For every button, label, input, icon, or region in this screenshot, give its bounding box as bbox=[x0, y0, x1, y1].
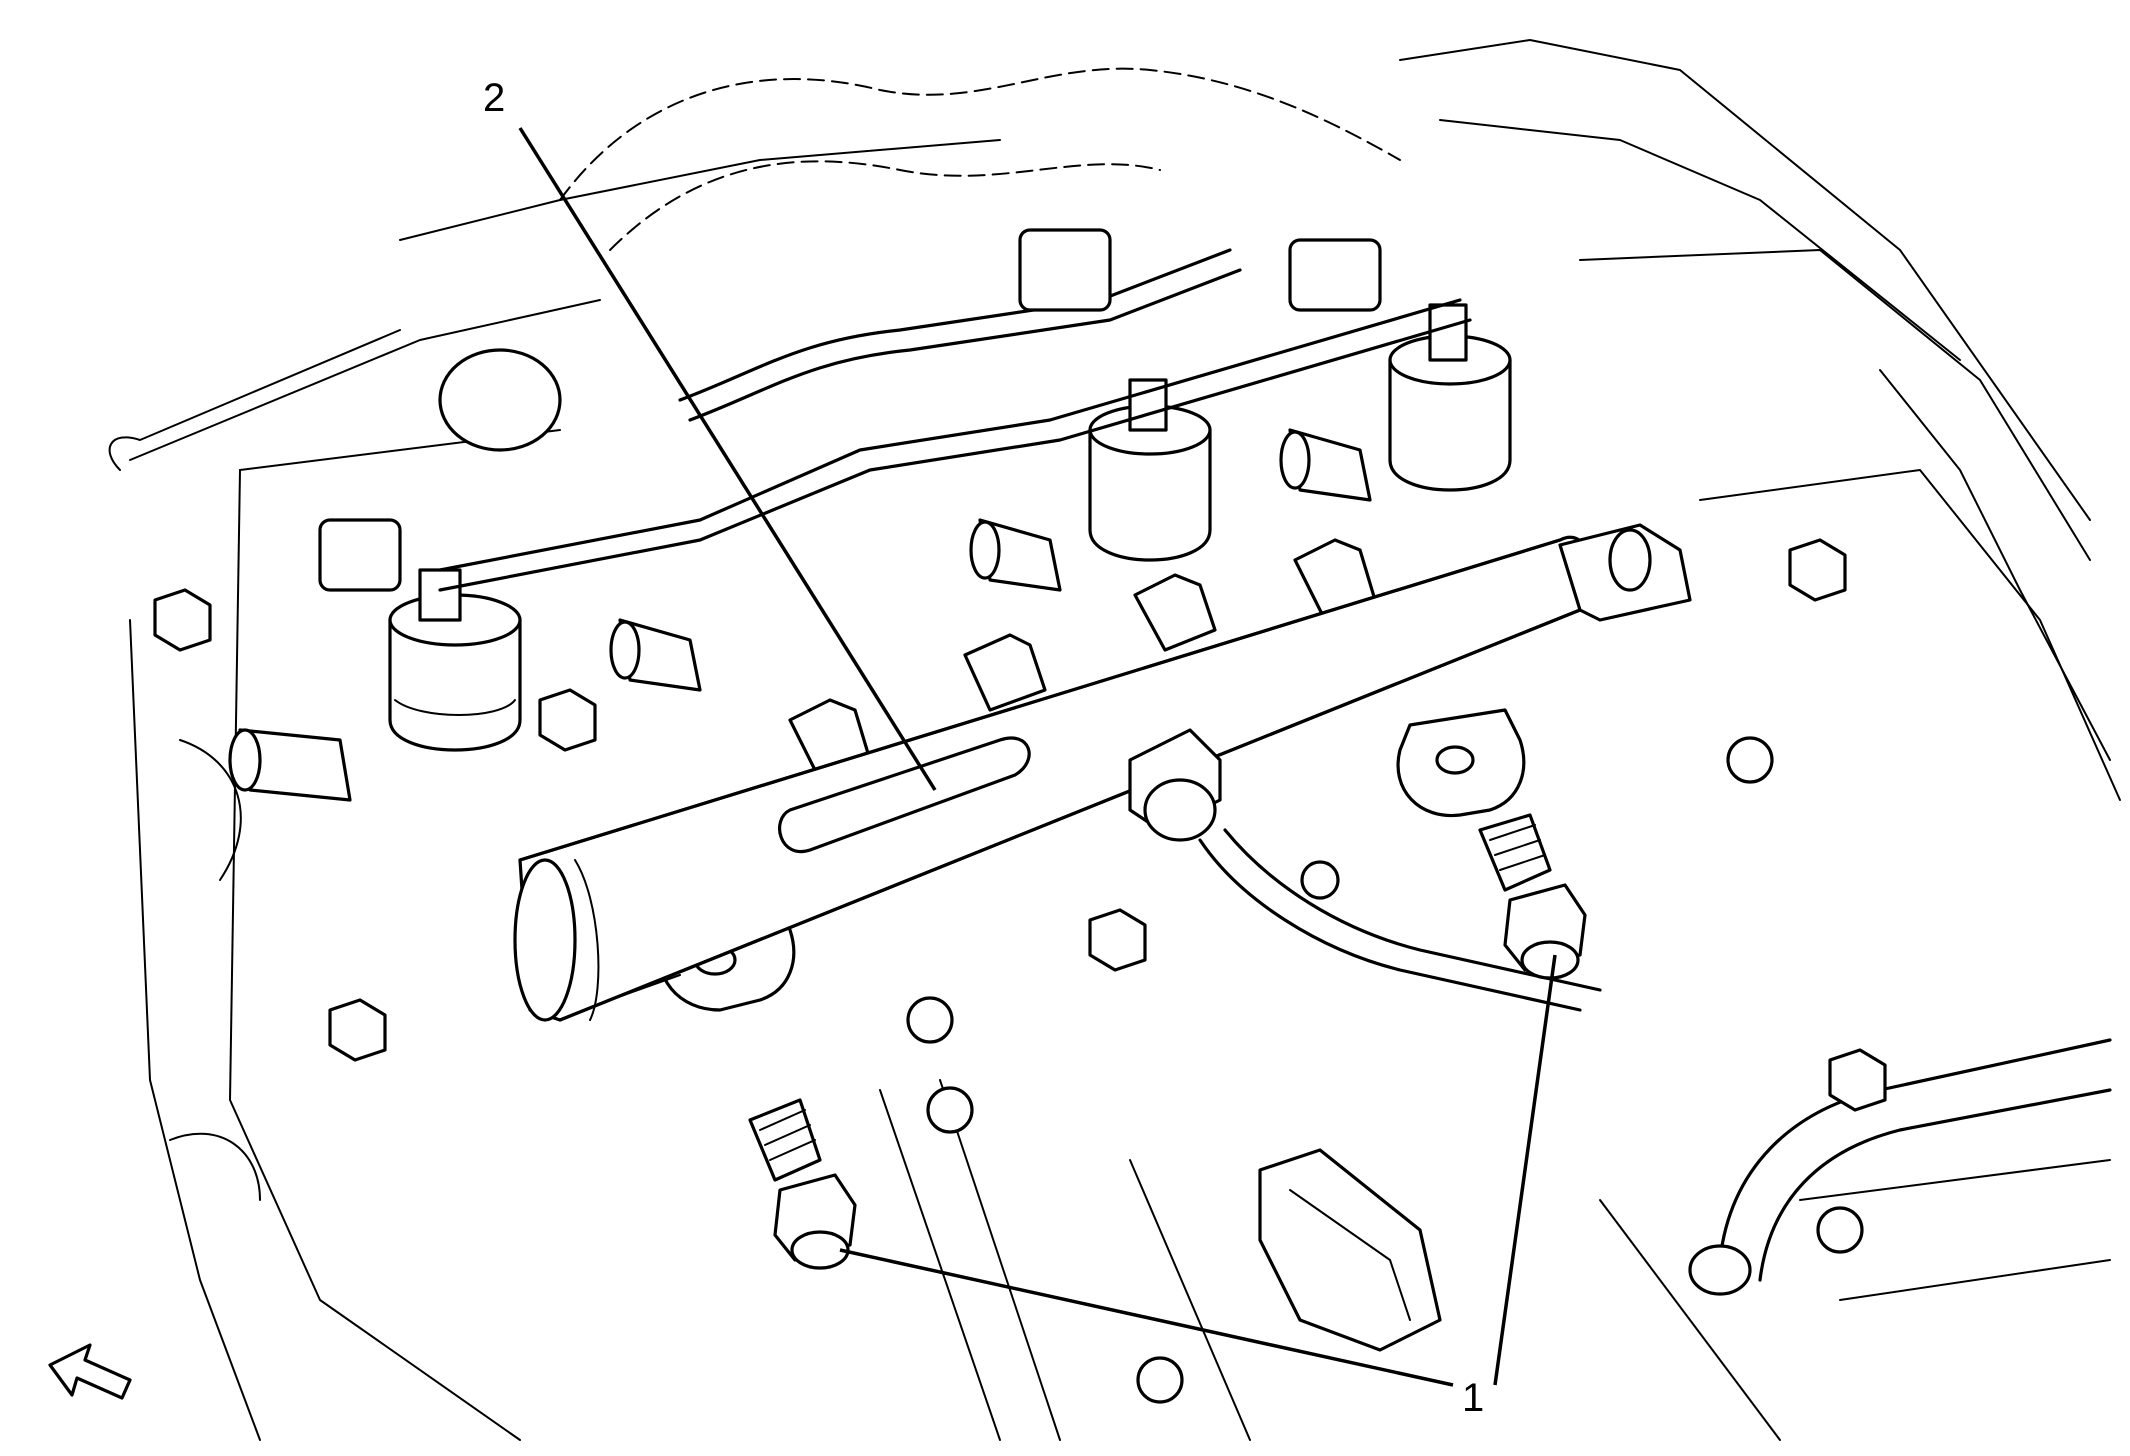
fuel-rail bbox=[513, 523, 1692, 1022]
injector-ports bbox=[228, 428, 1372, 802]
leader-line-2 bbox=[518, 127, 937, 791]
background-bolt-heads bbox=[153, 538, 1887, 1404]
orientation-arrow-icon bbox=[48, 1343, 132, 1400]
leader-line-1b bbox=[1493, 954, 1557, 1386]
ignition-coils bbox=[388, 303, 1512, 752]
rail-bolts bbox=[748, 813, 1587, 1270]
callout-label-fuel-rail: 2 bbox=[483, 76, 506, 120]
callout-label-bolts: 1 bbox=[1462, 1376, 1485, 1420]
leader-line-1a bbox=[839, 1248, 1454, 1387]
wiring-harness bbox=[318, 228, 1472, 592]
electrical-connector bbox=[1258, 1148, 1442, 1352]
leader-lines bbox=[518, 127, 1557, 1387]
